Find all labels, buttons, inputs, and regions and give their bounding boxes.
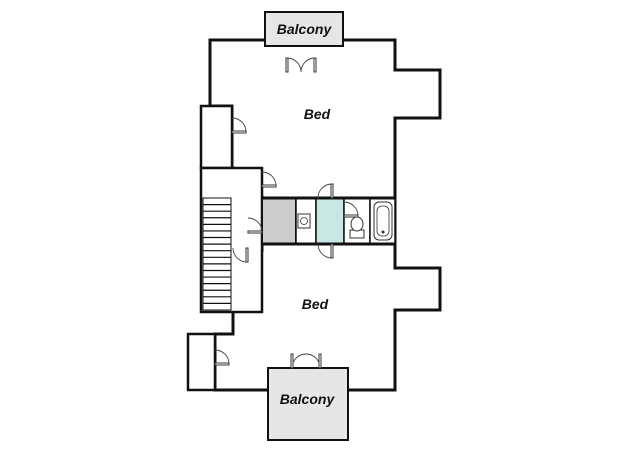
stair-frame	[202, 197, 232, 311]
toilet-icon	[350, 216, 364, 232]
room-label-bed-upper: Bed	[304, 106, 331, 122]
staircase	[202, 197, 232, 311]
toilet-door[interactable]	[343, 201, 359, 218]
sink	[297, 213, 311, 229]
shower	[315, 197, 345, 245]
bath-door-lower[interactable]	[317, 243, 334, 259]
balcony-bottom-door[interactable]	[290, 353, 322, 369]
closet-middle	[261, 197, 297, 245]
balcony-top-door[interactable]	[285, 57, 317, 73]
balcony-top	[264, 11, 344, 47]
drain-icon	[381, 230, 385, 234]
room-label-balcony-top: Balcony	[277, 21, 333, 37]
room-label-balcony-bottom: Balcony	[280, 391, 336, 407]
balcony-bottom	[267, 367, 349, 441]
closet-upper-left	[199, 104, 234, 170]
bath-door-upper[interactable]	[317, 183, 334, 199]
closet-upper-left-door[interactable]	[231, 117, 247, 134]
closet-lower-left-door[interactable]	[214, 349, 230, 366]
sink-basin-icon	[300, 217, 308, 225]
bathtub	[373, 201, 393, 241]
closet-middle-door[interactable]	[247, 217, 263, 234]
stair-hall-door-upper[interactable]	[261, 171, 277, 188]
bathtub-inner	[376, 205, 390, 237]
stair-hall-door-lower[interactable]	[232, 247, 249, 263]
room-label-bed-lower: Bed	[302, 296, 329, 312]
closet-lower-left	[186, 332, 217, 392]
